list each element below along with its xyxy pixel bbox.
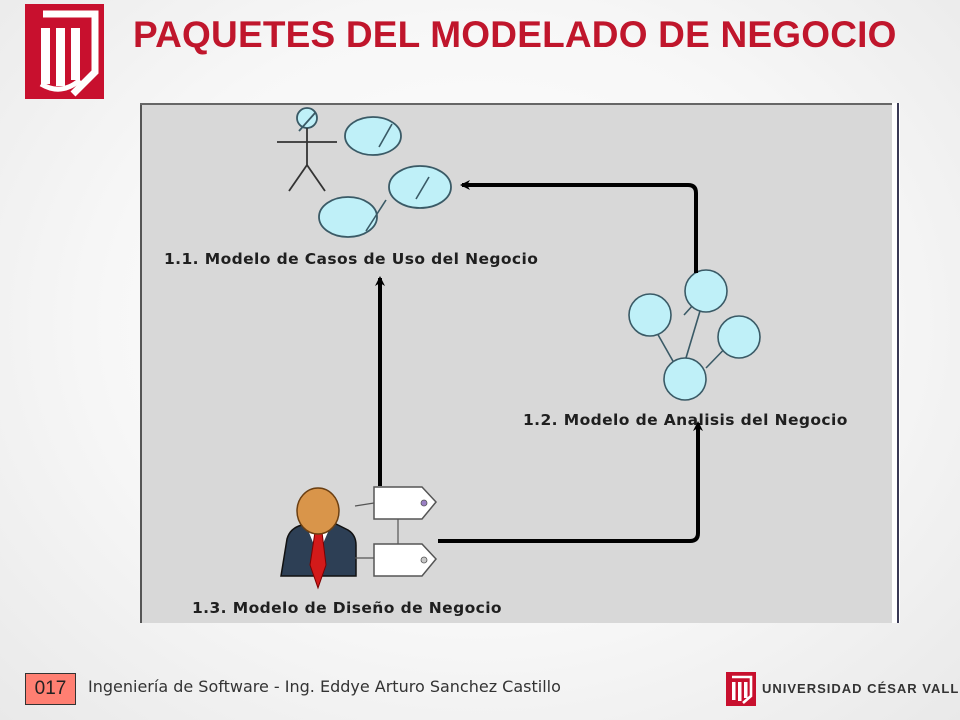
package-tag-icon	[355, 543, 437, 577]
dependency-arrow-design-to-analysis	[438, 421, 703, 543]
ucv-shield-icon	[39, 10, 99, 97]
analysis-bubble-icon	[684, 269, 728, 313]
ucv-logo	[25, 4, 104, 99]
page-title: PAQUETES DEL MODELADO DE NEGOCIO	[133, 14, 897, 55]
business-analysis-icon	[628, 269, 761, 401]
diagram-panel: 1.1. Modelo de Casos de Uso del Negocio …	[140, 103, 900, 623]
business-model-packages-diagram: 1.1. Modelo de Casos de Uso del Negocio …	[140, 103, 900, 623]
use-case-ellipse-icon	[344, 116, 402, 156]
footer-text: Ingeniería de Software - Ing. Eddye Artu…	[88, 677, 561, 696]
use-case-ellipse-icon	[318, 196, 387, 238]
analysis-bubble-icon	[663, 357, 707, 401]
business-worker-icon	[280, 487, 357, 590]
package-label-business-design: 1.3. Modelo de Diseño de Negocio	[192, 599, 502, 617]
package-tag-icon	[354, 486, 437, 520]
university-name: UNIVERSIDAD CÉSAR VALLEJO	[762, 681, 960, 696]
page-number-badge: 017	[25, 673, 76, 705]
package-label-business-analysis: 1.2. Modelo de Analisis del Negocio	[523, 411, 848, 429]
use-case-ellipse-icon	[388, 165, 452, 209]
panel-right-edge	[892, 103, 900, 623]
actor-icon	[277, 107, 337, 192]
analysis-bubble-icon	[628, 293, 672, 337]
ucv-small-logo-icon	[726, 672, 756, 706]
package-label-business-use-cases: 1.1. Modelo de Casos de Uso del Negocio	[164, 250, 538, 268]
business-use-case-icon	[277, 107, 452, 238]
analysis-bubble-icon	[717, 315, 761, 359]
dependency-arrow-analysis-to-use-case	[460, 180, 698, 273]
